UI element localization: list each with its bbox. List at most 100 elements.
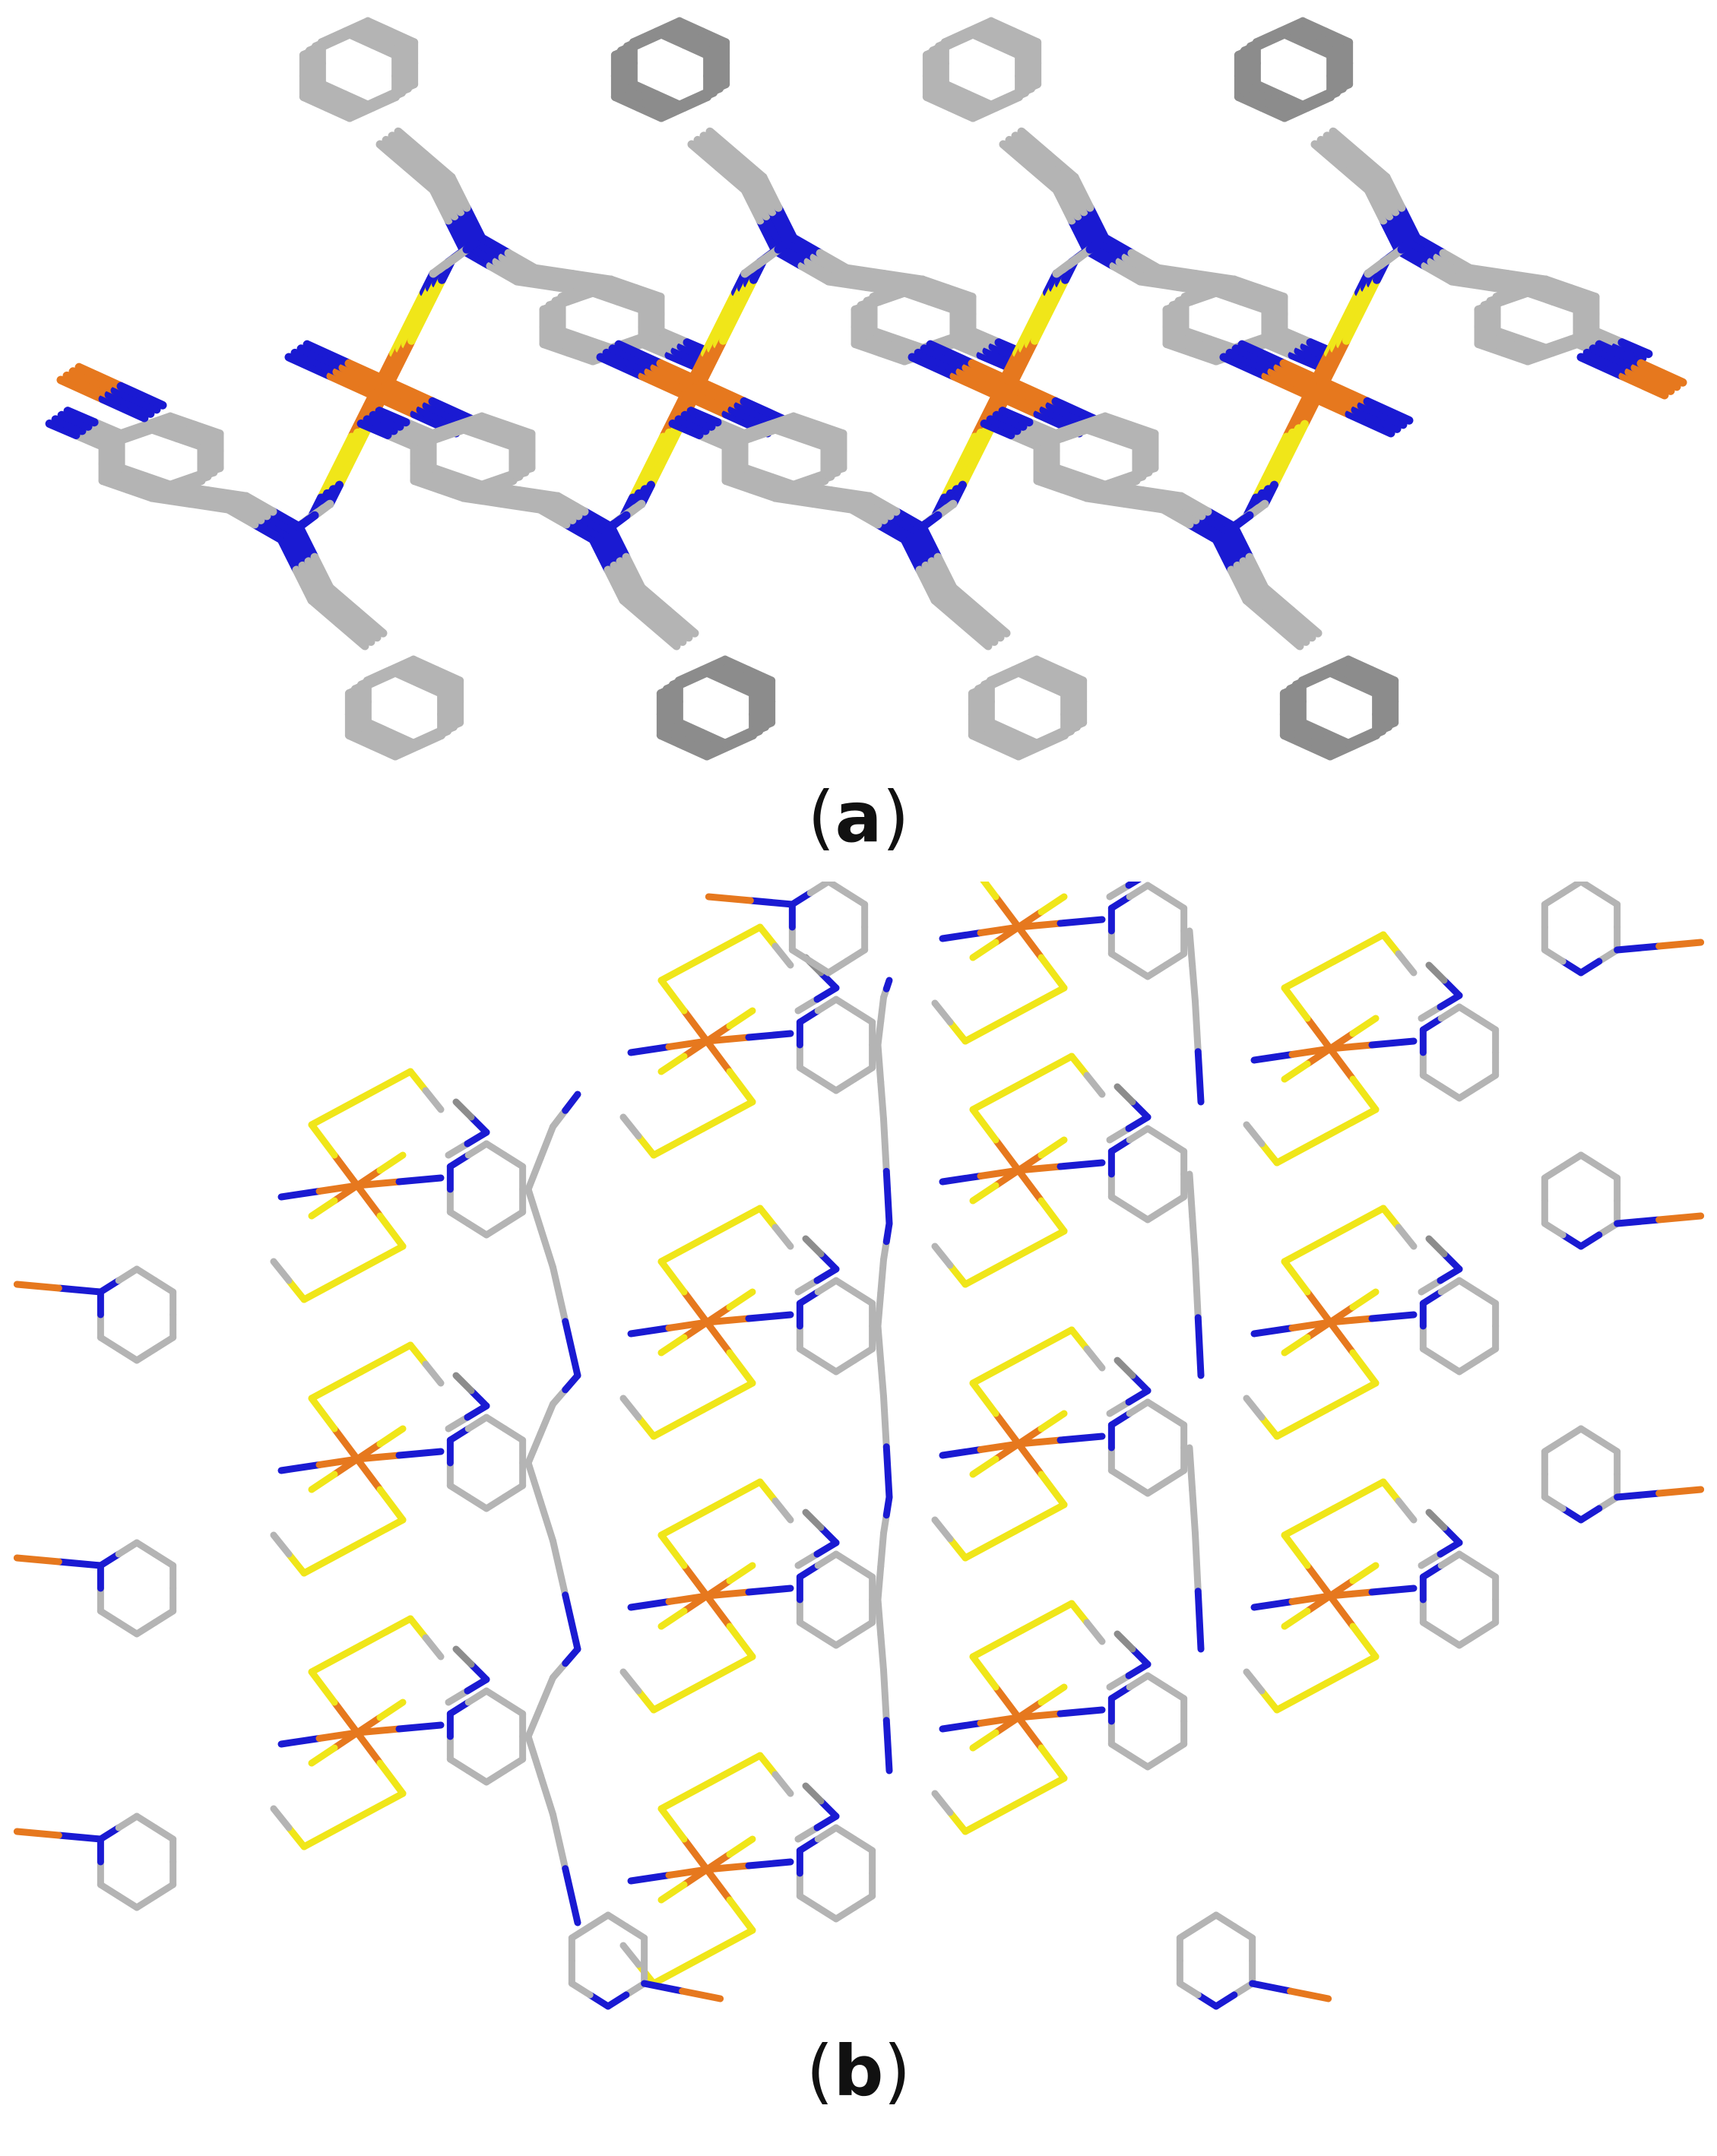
terminal-pyridine-ring xyxy=(151,1607,177,1626)
metal-nitrogen-bond xyxy=(703,1862,752,1873)
sulfur-bridge xyxy=(961,1254,1018,1288)
ethyl-bond xyxy=(817,969,840,992)
pyridine-ring xyxy=(483,1767,508,1786)
sulfur-carbon-bond xyxy=(635,1687,657,1714)
ligand-bond xyxy=(1275,614,1310,646)
metal-nitrogen-bond xyxy=(627,1325,673,1338)
ligand-bond xyxy=(1248,591,1284,623)
sulfur-bridge xyxy=(1281,1505,1338,1539)
sulfur-bridge xyxy=(1281,958,1338,992)
ligand-bond xyxy=(1031,158,1067,190)
metal-node-stack xyxy=(284,256,479,521)
ethyl-bond xyxy=(1440,1250,1463,1273)
pyridine-ring xyxy=(1088,420,1122,438)
pyridine-ring xyxy=(588,288,622,306)
ligand-bond xyxy=(1133,490,1180,505)
ligand-bond xyxy=(695,431,730,451)
ligand-bond xyxy=(1227,565,1251,605)
pyridine-ring xyxy=(1051,464,1085,481)
ligand-bond xyxy=(607,522,631,562)
sulfur-carbon-bond xyxy=(1258,1140,1281,1167)
pyridine-ring xyxy=(765,472,798,489)
ethyl-bond xyxy=(467,1661,490,1683)
pyridine-ring xyxy=(1535,280,1569,297)
pyridine-ring xyxy=(446,1151,472,1170)
pyridine-ring xyxy=(483,1140,508,1159)
pyridine-ring xyxy=(483,433,518,451)
ligand-bond xyxy=(1273,331,1309,351)
terminal-pyridine-ring xyxy=(151,1881,177,1900)
pyridine-ring xyxy=(1474,1345,1500,1364)
terminal-pyridine-ring xyxy=(1577,1505,1603,1524)
pyridine-ring xyxy=(464,1687,490,1706)
lower-ligand-stack xyxy=(980,407,1399,761)
ligand-bond xyxy=(1406,238,1442,262)
ligand-bond xyxy=(1281,610,1316,642)
pyridine-ring xyxy=(464,1140,490,1159)
metal-sulfur-bond xyxy=(308,1668,338,1706)
terminal-pyridine-ring xyxy=(806,882,832,897)
methylene-linker xyxy=(1186,927,1196,970)
ligand-bond xyxy=(949,340,985,359)
pyridine-ring xyxy=(851,340,885,357)
pyridine-ring xyxy=(557,327,591,344)
terminal-pyridine-ring xyxy=(1194,1991,1220,2010)
phenyl-ring xyxy=(1252,80,1285,99)
pyridine-ring xyxy=(1529,283,1563,302)
pyridine-ring xyxy=(501,1208,527,1227)
ligand-bond xyxy=(638,340,673,359)
phenyl-ring xyxy=(1055,718,1088,737)
terminal-metal-bond xyxy=(1614,1216,1663,1227)
metal-dithiocarbamate-node xyxy=(1243,931,1500,1167)
ligand-bond xyxy=(610,561,634,600)
ligand-bond xyxy=(497,499,544,514)
terminal-pyridine-ring xyxy=(151,1277,177,1296)
terminal-metal-bond xyxy=(1655,1212,1705,1224)
phenyl-ring xyxy=(341,90,372,109)
phenyl-ring xyxy=(987,17,1018,36)
sulfur-bridge xyxy=(969,1353,1026,1387)
metal-nitrogen-bond xyxy=(1368,1585,1418,1596)
ligand-bond xyxy=(803,257,839,281)
metal-nitrogen-bond xyxy=(395,1174,445,1186)
ligand-bond xyxy=(1465,264,1513,279)
phenyl-ring xyxy=(1309,737,1341,756)
phenyl-ring xyxy=(980,21,1012,41)
metal-node-stack xyxy=(1219,256,1414,521)
pyridine-ring xyxy=(1480,335,1514,353)
metal-sulfur-bond xyxy=(386,336,416,387)
ligand-bond xyxy=(1025,163,1061,195)
sulfur-bridge xyxy=(357,1615,414,1649)
terminal-pyridine-ring xyxy=(115,1345,141,1364)
sulfur-bridge xyxy=(707,1478,764,1512)
sulfur-bridge xyxy=(350,1243,407,1277)
pyridine-ring xyxy=(777,420,810,438)
ligand-bond xyxy=(625,591,661,623)
metal-nitrogen-bond xyxy=(1279,359,1330,387)
pyridine-ring xyxy=(1107,1683,1133,1702)
phenyl-ring xyxy=(1303,741,1335,761)
metal-nitrogen-bond xyxy=(1225,348,1276,376)
phenyl-ring xyxy=(928,88,961,108)
phenyl-ring xyxy=(1234,93,1266,112)
pyridine-ring xyxy=(1070,476,1104,494)
ligand-bond xyxy=(1095,238,1130,262)
phenyl-ring xyxy=(652,17,684,36)
ligand-bond xyxy=(262,511,298,536)
pyridine-ring xyxy=(1437,1630,1463,1649)
sulfur-carbon-bond xyxy=(1083,1072,1106,1098)
pyridine-ring xyxy=(1541,335,1575,353)
phenyl-ring xyxy=(629,80,661,99)
metal-nitrogen-bond xyxy=(665,1037,711,1050)
ligand-bond xyxy=(334,619,369,651)
pyridine-ring xyxy=(832,1630,858,1649)
metal-nitrogen-bond xyxy=(344,359,395,387)
ligand-bond xyxy=(1329,127,1364,159)
ligand-bond xyxy=(1101,233,1136,258)
pyridine-ring xyxy=(135,476,169,494)
sulfur-carbon-bond xyxy=(1395,1497,1418,1524)
phenyl-ring xyxy=(1026,660,1058,679)
methylene-linker xyxy=(882,977,893,993)
ligand-bond xyxy=(906,530,930,570)
ethyl-bond xyxy=(817,1797,840,1820)
